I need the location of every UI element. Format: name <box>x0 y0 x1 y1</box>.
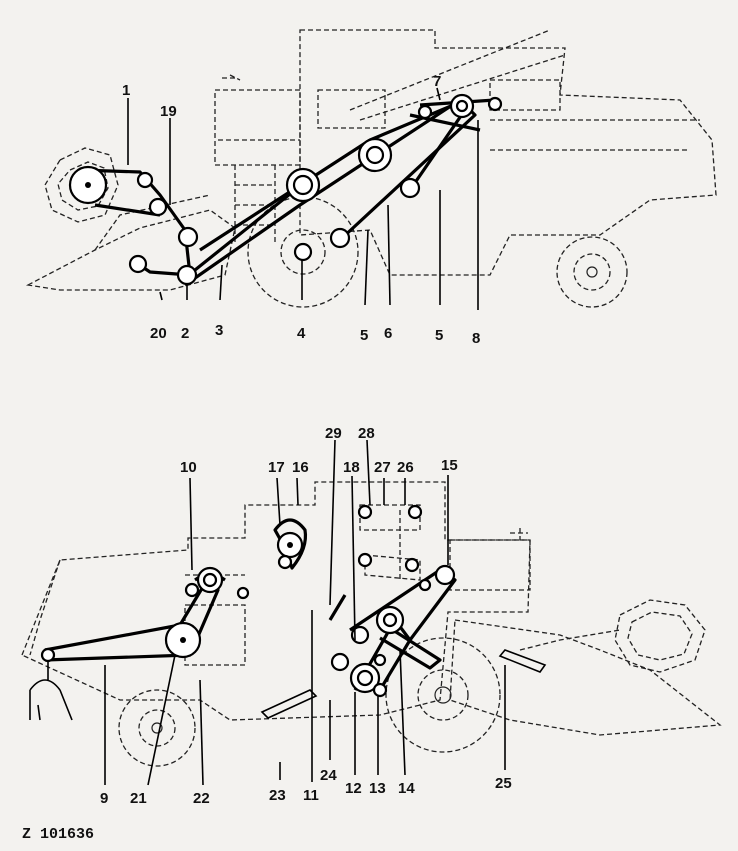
bottom-view-belts <box>40 504 457 698</box>
label: 19 <box>160 103 177 120</box>
label: 20 <box>150 325 167 342</box>
label: 2 <box>181 325 189 342</box>
label: 17 <box>268 459 285 476</box>
label: 13 <box>369 780 386 797</box>
label: 1 <box>122 82 130 99</box>
label: 18 <box>343 459 360 476</box>
label: 6 <box>384 325 392 342</box>
label: 11 <box>303 787 319 804</box>
label: 9 <box>100 790 108 807</box>
bottom-view-labels: 10 17 16 29 28 18 27 26 15 9 21 22 23 24… <box>100 425 512 807</box>
top-view-leaders <box>127 87 479 310</box>
label: 12 <box>345 780 362 797</box>
label: 23 <box>269 787 286 804</box>
label: 24 <box>320 767 337 784</box>
rear-wheel-icon <box>118 689 196 767</box>
cab <box>214 89 301 166</box>
label: 5 <box>360 327 368 344</box>
label: 3 <box>215 322 223 339</box>
front-wheel-icon <box>385 637 501 753</box>
label: 21 <box>130 790 147 807</box>
label: 5 <box>435 327 443 344</box>
label: 22 <box>193 790 210 807</box>
label: 10 <box>180 459 197 476</box>
reference-number: Z 101636 <box>22 826 95 843</box>
label: 27 <box>374 459 391 476</box>
cab <box>449 539 531 591</box>
top-view-belts <box>68 93 503 287</box>
label: 16 <box>292 459 309 476</box>
bottom-view-leaders <box>104 439 506 786</box>
label: 28 <box>358 425 375 442</box>
label: 25 <box>495 775 512 792</box>
label: 14 <box>398 780 415 797</box>
label: 7 <box>433 73 441 90</box>
label: 29 <box>325 425 342 442</box>
bottom-view-machine <box>21 481 722 767</box>
label: 26 <box>397 459 414 476</box>
top-view-machine <box>25 29 717 308</box>
rear-wheel-icon <box>556 236 628 308</box>
reel-icon <box>614 599 706 673</box>
label: 15 <box>441 457 458 474</box>
label: 4 <box>297 325 306 342</box>
top-view-labels: 1 19 7 20 2 3 4 5 6 5 8 <box>122 73 480 347</box>
label: 8 <box>472 330 480 347</box>
reel-icon <box>44 147 119 223</box>
